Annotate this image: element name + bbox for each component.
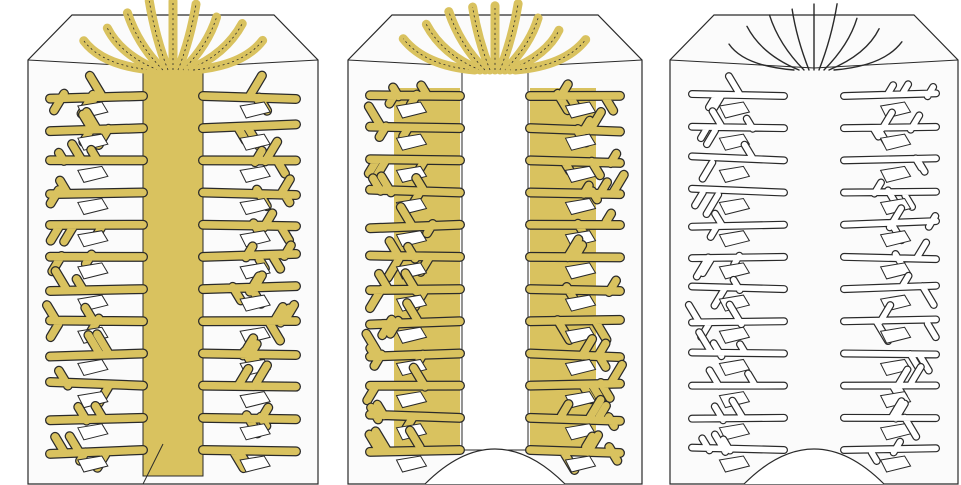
panel-hollow: [348, 4, 642, 484]
panel-frame: [670, 15, 958, 484]
panel-outline: [670, 4, 958, 484]
central-spine: [143, 66, 203, 476]
hollow-spine: [462, 66, 528, 450]
panel-full: [28, 1, 318, 484]
